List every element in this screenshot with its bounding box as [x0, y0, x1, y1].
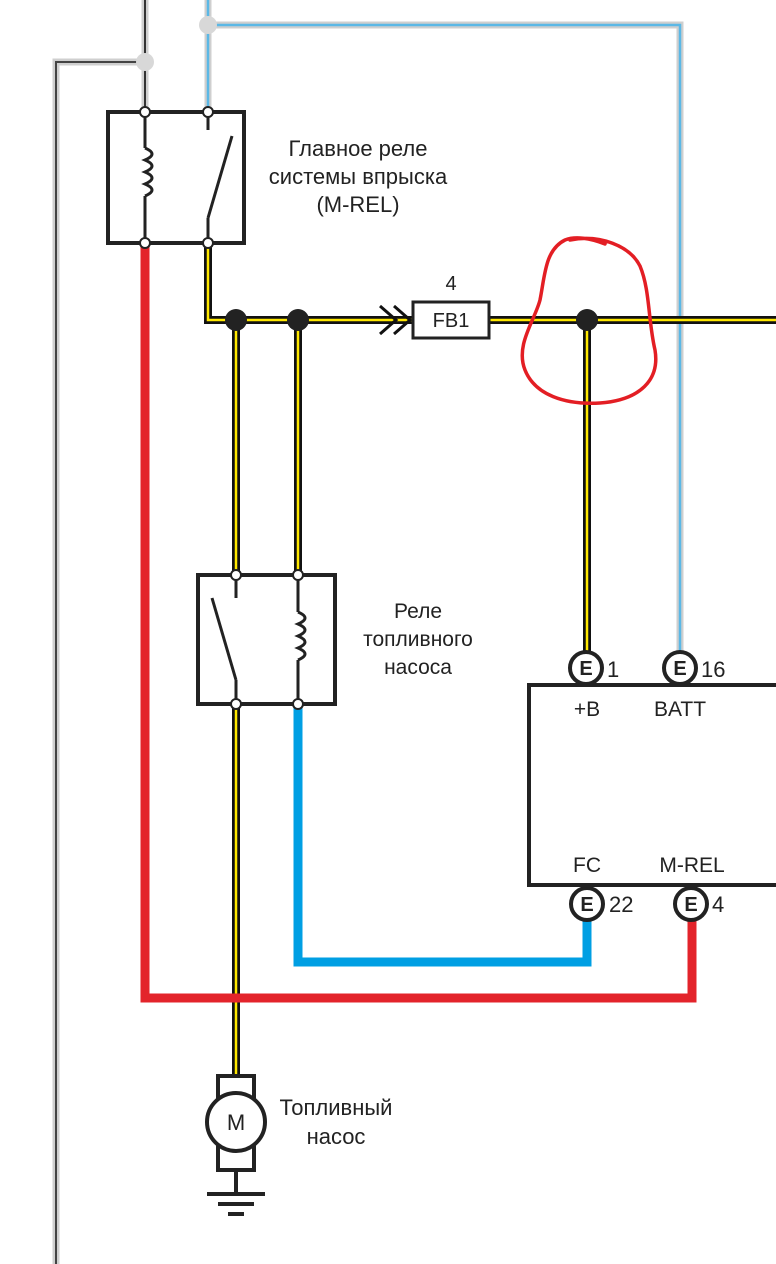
svg-text:E: E	[579, 658, 592, 680]
ecu-pin-fc-name: FC	[573, 854, 601, 877]
ecu-pin-e22: E 22	[569, 886, 633, 922]
light-blue-wire-batt	[199, 0, 684, 656]
pin-number: 4	[712, 892, 724, 917]
fuse-name: FB1	[433, 310, 470, 332]
main-relay-label-3: (M-REL)	[316, 192, 399, 217]
pin-circle-icon	[568, 650, 604, 686]
main-relay-label-2: системы впрыска	[269, 164, 448, 189]
ecu-block: +B BATT FC M-REL	[527, 683, 776, 887]
fuel-pump-relay	[196, 569, 337, 710]
fuse-fb1: FB1 4	[379, 273, 491, 340]
annotation-circle	[520, 236, 658, 405]
blue-wire-fc	[293, 704, 592, 967]
red-wire-mrel	[140, 243, 697, 1003]
svg-text:E: E	[580, 894, 593, 916]
gray-wire-left	[52, 0, 154, 1264]
svg-text:E: E	[684, 894, 697, 916]
fuel-pump-label-1: Топливный	[280, 1095, 393, 1120]
ecu-pin-mrel-name: M-REL	[659, 854, 724, 877]
pin-circle-icon	[662, 650, 698, 686]
pin-circle-icon	[673, 886, 709, 922]
switch-contact-icon	[206, 135, 234, 219]
main-relay	[106, 106, 246, 249]
fuel-pump-motor: M	[205, 1074, 267, 1216]
fuel-relay-label-3: насоса	[384, 656, 452, 679]
fuel-relay-label-2: топливного	[363, 628, 473, 651]
coil-icon	[294, 610, 307, 662]
fuse-number: 4	[445, 273, 456, 295]
pin-number: 1	[607, 657, 619, 682]
ecu-pin-e4: E 4	[673, 886, 724, 922]
pin-number: 22	[609, 892, 633, 917]
ecu-pin-e1: E 1	[568, 650, 619, 686]
ecu-pin-batt-name: BATT	[654, 698, 706, 721]
fuel-pump-label-2: насос	[307, 1124, 366, 1149]
black-yellow-wires	[204, 243, 776, 1076]
ground-icon	[207, 1192, 265, 1216]
fuel-relay-label-1: Реле	[394, 600, 442, 623]
ecu-pin-plus-b-name: +B	[574, 698, 600, 721]
ecu-pin-e16: E 16	[662, 650, 725, 686]
main-relay-label-1: Главное реле	[289, 136, 428, 161]
motor-icon	[205, 1091, 267, 1153]
connector-arrow-icon	[379, 304, 399, 336]
switch-contact-icon	[210, 597, 238, 681]
pin-number: 16	[701, 657, 725, 682]
pin-circle-icon	[569, 886, 605, 922]
motor-letter: M	[227, 1110, 245, 1135]
svg-text:E: E	[673, 658, 686, 680]
coil-icon	[141, 146, 154, 198]
